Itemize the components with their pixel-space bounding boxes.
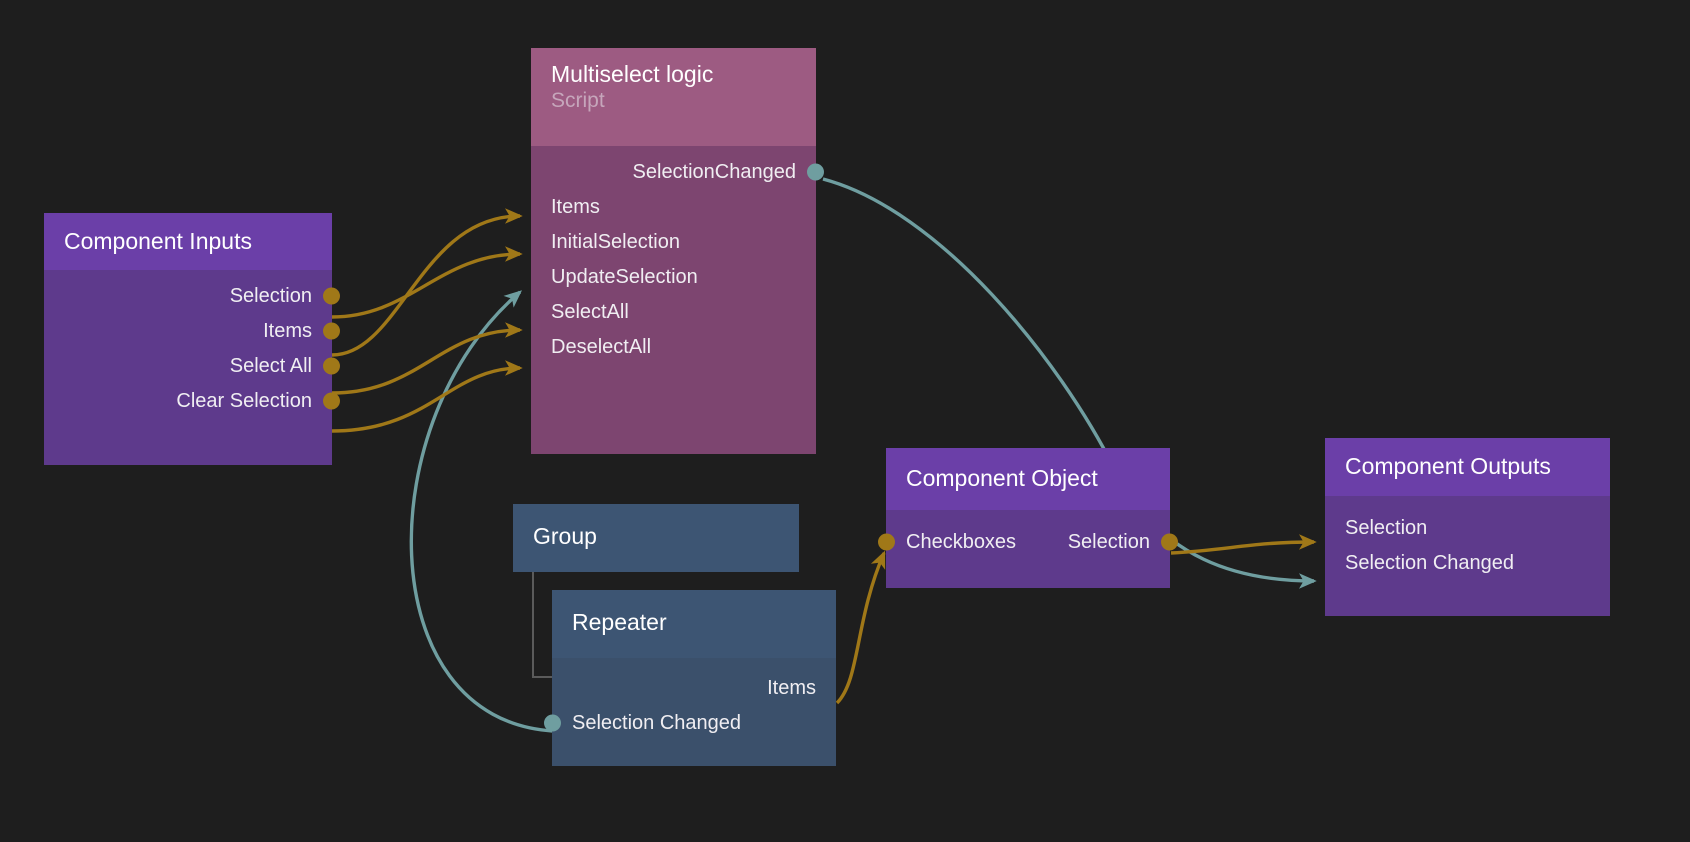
port-label: Clear Selection [176,389,312,412]
port-label: InitialSelection [551,230,680,253]
node-header-component-outputs: Component Outputs [1325,438,1610,496]
port-dot-selection[interactable] [1161,533,1178,550]
node-header-group: Group [513,504,799,572]
input-port-selection-changed[interactable]: Selection Changed [544,705,836,740]
node-repeater[interactable]: Repeater Items Selection Changed [544,590,836,766]
edge-repeater-items-to-object-checkboxes [835,550,886,705]
node-header-multiselect-logic: Multiselect logic Script [531,48,816,146]
port-label: SelectAll [551,300,629,323]
node-body-component-object: Checkboxes Selection [878,510,1178,588]
output-port-items[interactable]: Items [44,313,340,348]
port-label: Selection Changed [572,711,742,734]
port-dot-items[interactable] [323,322,340,339]
node-multiselect-logic[interactable]: Multiselect logic Script SelectionChange… [531,48,824,454]
output-port-items[interactable]: Items [552,670,836,705]
port-label: Selection [229,284,312,307]
node-body-component-outputs: Selection Selection Changed [1325,496,1610,616]
input-port-selectall[interactable]: SelectAll [531,294,816,329]
node-body-component-inputs: Selection Items Select All Clear Selecti… [44,270,340,465]
output-port-selection-label: Selection [1067,530,1150,553]
node-header-component-inputs: Component Inputs [44,213,332,270]
port-label: Select All [229,354,312,377]
node-title: Group [533,523,597,549]
input-port-deselectall[interactable]: DeselectAll [531,329,816,364]
input-port-updateselection[interactable]: UpdateSelection [531,259,816,294]
port-dot-selectionchanged[interactable] [807,163,824,180]
port-label: UpdateSelection [551,265,698,288]
node-title: Component Outputs [1345,453,1551,479]
port-label: DeselectAll [551,335,652,358]
input-port-selection-changed[interactable]: Selection Changed [1325,545,1610,580]
node-component-inputs[interactable]: Component Inputs Selection Items Select … [44,213,340,465]
port-label: SelectionChanged [632,160,796,183]
port-dot-clear-selection[interactable] [323,392,340,409]
input-port-selection[interactable]: Selection [1325,510,1610,545]
edge-object-selection-to-outputs-selection [1170,534,1317,555]
edge-inputs-clearselection-to-logic-deselectall [331,360,523,433]
port-dot-selection[interactable] [323,287,340,304]
port-dot-items[interactable] [827,679,844,696]
port-dot-select-all[interactable] [323,357,340,374]
node-title: Component Inputs [64,228,252,254]
port-label: Items [551,195,600,218]
output-port-selectionchanged[interactable]: SelectionChanged [531,154,824,189]
input-port-items[interactable]: Items [531,189,816,224]
node-body-repeater: Items Selection Changed [544,658,836,766]
port-dot-selection-changed[interactable] [544,714,561,731]
output-port-clear-selection[interactable]: Clear Selection [44,383,340,418]
port-label: Items [263,319,312,342]
port-label: Selection Changed [1345,551,1515,574]
output-port-select-all[interactable]: Select All [44,348,340,383]
port-dot-checkboxes[interactable] [878,533,895,550]
node-header-repeater: Repeater [552,590,836,658]
port-label: Items [767,676,816,699]
input-port-initialselection[interactable]: InitialSelection [531,224,816,259]
port-row-checkboxes-selection[interactable]: Checkboxes Selection [878,524,1178,559]
node-component-object[interactable]: Component Object Checkboxes Selection [878,448,1178,588]
output-port-selection[interactable]: Selection [44,278,340,313]
node-component-outputs[interactable]: Component Outputs Selection Selection Ch… [1325,438,1610,616]
edge-inputs-selectall-to-logic-selectall [331,322,523,395]
node-group[interactable]: Group [513,504,799,572]
node-subtitle: Script [551,88,605,112]
input-port-checkboxes-label: Checkboxes [906,530,1017,553]
edge-inputs-selection-to-logic-initialselection [331,246,523,319]
node-title: Component Object [906,465,1098,491]
edge-inputs-items-to-logic-items [331,208,523,357]
port-label: Selection [1345,516,1428,539]
node-body-multiselect-logic: SelectionChanged Items InitialSelection … [531,146,824,454]
node-header-component-object: Component Object [886,448,1170,510]
node-title: Multiselect logic [551,61,714,87]
node-title: Repeater [572,609,667,635]
